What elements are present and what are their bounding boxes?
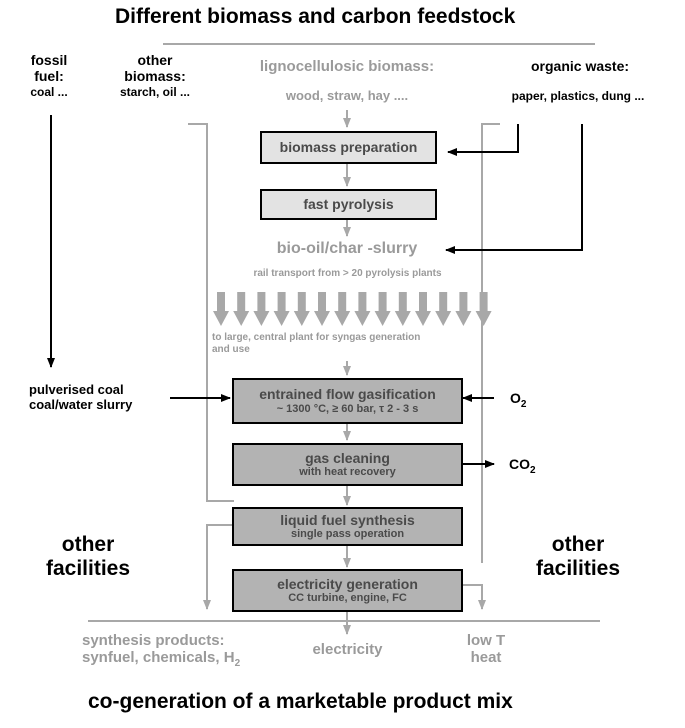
rail-transport-label: rail transport from > 20 pyrolysis plant…: [253, 268, 442, 279]
central-plant-label: to large, central plant for syngas gener…: [212, 332, 421, 355]
synthesis-products-label: synthesis products: synfuel, chemicals, …: [82, 632, 241, 670]
low-heat-output-label: low T heat: [466, 632, 506, 667]
rail-arrow: [253, 292, 270, 326]
rail-arrow: [314, 292, 330, 326]
fast-pyrolysis-box: fast pyrolysis: [260, 189, 437, 220]
gasification-box: entrained flow gasification ~ 1300 °C, ≥…: [232, 378, 463, 424]
line-other-biomass-feed: [188, 123, 234, 502]
rail-transport-arrows: [213, 292, 492, 326]
rail-arrow: [374, 292, 391, 326]
rail-arrow: [354, 292, 371, 326]
co2-label: CO2: [509, 456, 536, 476]
other-facilities-right: other facilities: [535, 533, 621, 581]
o2-label: O2: [510, 390, 527, 410]
line-electricity-to-heat: [460, 584, 486, 610]
line-organic-waste-right: [481, 123, 500, 563]
other-biomass-label: other biomass: starch, oil ...: [119, 52, 191, 100]
electricity-generation-box: electricity generation CC turbine, engin…: [232, 569, 463, 612]
slurry-label: bio-oil/char -slurry: [276, 240, 418, 257]
gas-cleaning-box: gas cleaning with heat recovery: [232, 443, 463, 486]
rail-arrow: [273, 292, 290, 326]
other-facilities-left: other facilities: [45, 533, 131, 581]
electricity-output-label: electricity: [312, 641, 383, 658]
lignocellulosic-label: lignocellulosic biomass:: [259, 58, 435, 75]
pulverised-coal-label: pulverised coal coal/water slurry: [29, 382, 133, 412]
rail-arrow: [435, 292, 452, 326]
arrow-waste-to-preparation: [447, 124, 519, 156]
rail-arrow: [415, 292, 431, 326]
rail-arrow: [293, 292, 310, 326]
rail-arrow: [213, 292, 229, 326]
lignocellulosic-examples: wood, straw, hay ....: [285, 88, 409, 103]
organic-waste-label: organic waste:: [530, 58, 630, 74]
rail-arrow: [334, 292, 351, 326]
rail-arrow: [233, 292, 250, 326]
biomass-preparation-box: biomass preparation: [260, 131, 437, 164]
arrow-waste-to-slurry: [445, 124, 583, 254]
diagram-title: Different biomass and carbon feedstock: [115, 5, 516, 28]
rail-arrow: [455, 292, 472, 326]
line-synthesis-to-products: [203, 524, 234, 610]
rail-arrow: [475, 292, 492, 326]
footer-title: co-generation of a marketable product mi…: [88, 690, 513, 713]
fossil-fuel-label: fossil fuel: coal ...: [30, 52, 68, 100]
rail-arrow: [394, 292, 411, 326]
organic-waste-examples: paper, plastics, dung ...: [511, 89, 645, 103]
fuel-synthesis-box: liquid fuel synthesis single pass operat…: [232, 507, 463, 546]
